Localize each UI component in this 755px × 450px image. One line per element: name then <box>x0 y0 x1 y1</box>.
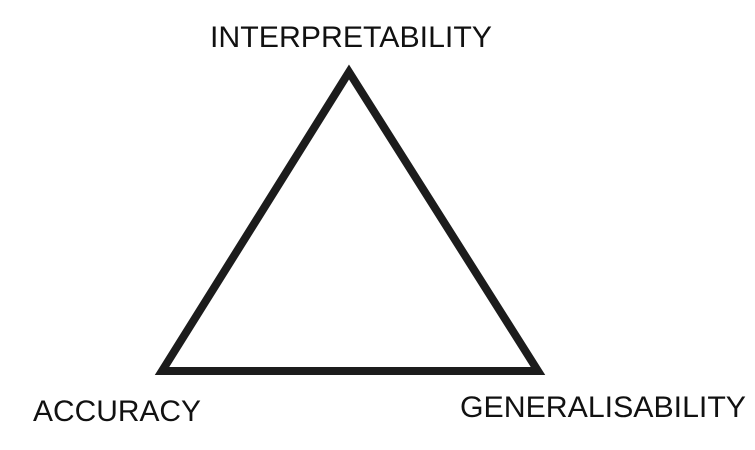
label-accuracy: ACCURACY <box>33 395 201 428</box>
label-generalisability: GENERALISABILITY <box>460 391 746 424</box>
label-interpretability: INTERPRETABILITY <box>210 21 492 54</box>
triangle <box>154 64 546 375</box>
